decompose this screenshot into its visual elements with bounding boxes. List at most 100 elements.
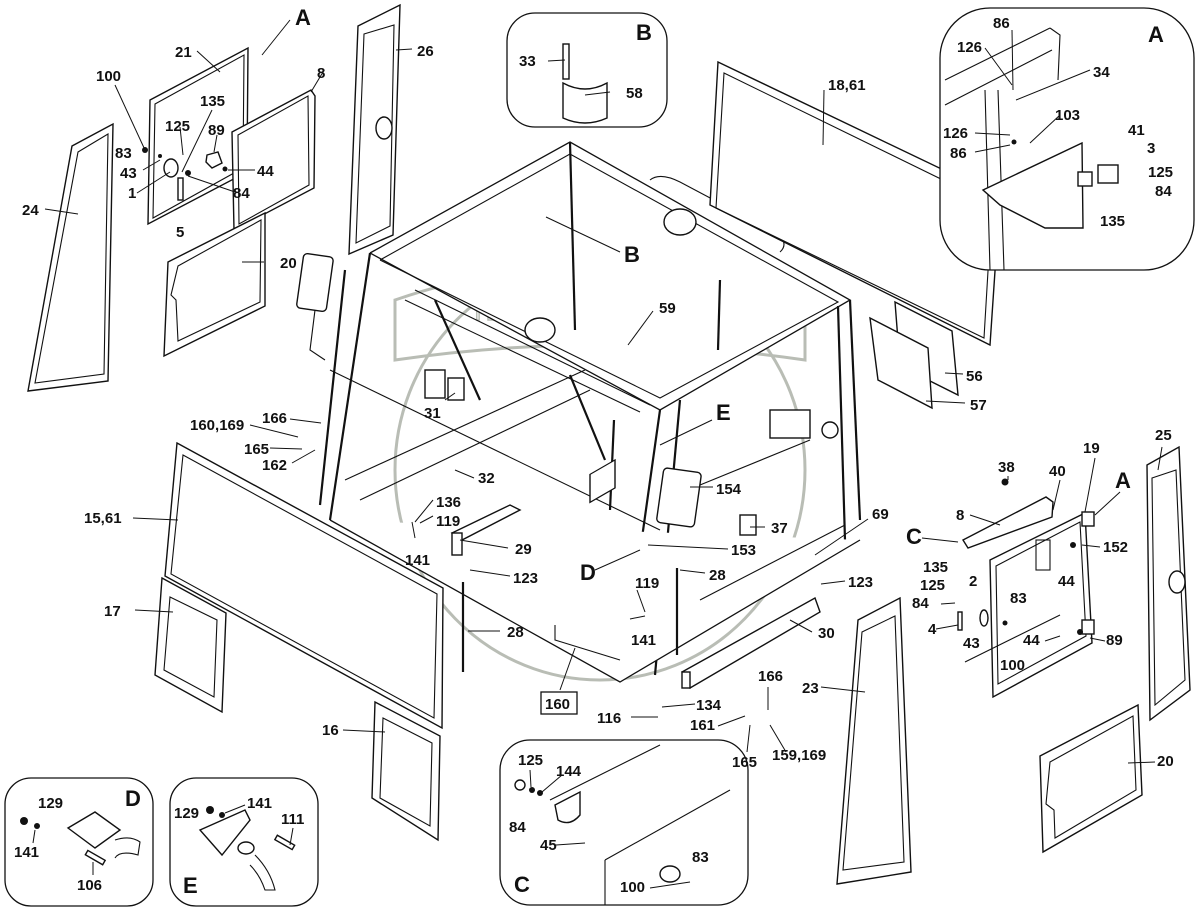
label-152: 152 (1103, 539, 1128, 556)
inset-a-label-135: 135 (1100, 213, 1125, 230)
label-43-top: 43 (120, 165, 137, 182)
side-panel-26 (348, 3, 401, 256)
window-25 (1146, 445, 1191, 722)
inset-b (506, 12, 668, 128)
inset-e-label-129: 129 (174, 805, 199, 822)
inset-c-label-100: 100 (620, 879, 645, 896)
inset-c-label-125: 125 (518, 752, 543, 769)
label-15-61: 15,61 (84, 510, 122, 527)
label-43-right: 43 (963, 635, 980, 652)
right-door-leaders (921, 446, 1163, 764)
label-29: 29 (515, 541, 532, 558)
inset-a-label-84: 84 (1155, 183, 1172, 200)
label-160-169: 160,169 (190, 417, 244, 434)
label-154: 154 (716, 481, 742, 498)
label-125-top: 125 (165, 118, 190, 135)
inset-c (499, 458, 749, 906)
label-165-bottom: 165 (732, 754, 757, 771)
inset-c-label-83: 83 (692, 849, 709, 866)
part-labels: A 21 8 100 135 125 89 83 43 44 1 84 5 24… (22, 5, 1174, 771)
inset-d-label-106: 106 (77, 877, 102, 894)
inset-e (169, 777, 319, 907)
label-166-bottom: 166 (758, 668, 783, 685)
label-17: 17 (104, 603, 121, 620)
callout-a-right: A (1115, 468, 1131, 493)
label-84-right: 84 (912, 595, 929, 612)
label-123-left: 123 (513, 570, 538, 587)
label-166-left: 166 (262, 410, 287, 427)
inset-d-label-129: 129 (38, 795, 63, 812)
inset-c-label-144: 144 (556, 763, 582, 780)
label-57: 57 (970, 397, 987, 414)
label-84-top: 84 (233, 185, 250, 202)
label-24: 24 (22, 202, 39, 219)
label-31: 31 (424, 405, 441, 422)
door-frame-8 (231, 89, 316, 232)
inset-d-label-141: 141 (14, 844, 39, 861)
inset-c-label-84: 84 (509, 819, 526, 836)
inset-d-labels: D 129 141 106 (14, 786, 141, 894)
label-26: 26 (417, 43, 434, 60)
callout-a-ref: A (295, 5, 311, 30)
leader-lines (44, 19, 966, 753)
label-8-top: 8 (317, 65, 325, 82)
label-8-right: 8 (956, 507, 964, 524)
label-136: 136 (436, 494, 461, 511)
label-165-left: 165 (244, 441, 269, 458)
inset-b-label-33: 33 (519, 53, 536, 70)
inset-a-label-125: 125 (1148, 164, 1173, 181)
label-135-right: 135 (923, 559, 948, 576)
callout-d-ref: D (580, 560, 596, 585)
inset-c-label-45: 45 (540, 837, 557, 854)
label-162: 162 (262, 457, 287, 474)
label-56: 56 (966, 368, 983, 385)
label-28-left: 28 (507, 624, 524, 641)
roof-window-18-61 (709, 60, 1001, 347)
label-100-top: 100 (96, 68, 121, 85)
callout-c-ref: C (906, 524, 922, 549)
inset-e-label-141: 141 (247, 795, 272, 812)
inset-e-labels: E 129 141 111 (174, 795, 304, 898)
label-159-169: 159,169 (772, 747, 826, 764)
slide-window-20-left (163, 211, 266, 358)
label-116: 116 (597, 710, 621, 727)
label-19: 19 (1083, 440, 1100, 457)
side-window-24 (27, 122, 114, 392)
label-44-right-2: 44 (1023, 632, 1040, 649)
label-141-left: 141 (405, 552, 430, 569)
panels-56-57 (869, 300, 959, 410)
label-23: 23 (802, 680, 819, 697)
label-89-top: 89 (208, 122, 225, 139)
callout-b-ref: B (624, 242, 640, 267)
label-119-mid: 119 (635, 575, 659, 592)
label-69: 69 (872, 506, 889, 523)
label-123-right: 123 (848, 574, 873, 591)
label-160: 160 (545, 696, 570, 713)
label-161: 161 (690, 717, 715, 734)
label-89-right: 89 (1106, 632, 1123, 649)
label-16: 16 (322, 722, 339, 739)
inset-a-label-86-mid: 86 (950, 145, 967, 162)
label-5: 5 (176, 224, 184, 241)
label-83-right: 83 (1010, 590, 1027, 607)
label-28-mid: 28 (709, 567, 726, 584)
label-30: 30 (818, 625, 835, 642)
inset-d (4, 777, 154, 907)
label-59: 59 (659, 300, 676, 317)
label-125-right: 125 (920, 577, 945, 594)
label-21: 21 (175, 44, 192, 61)
label-18-61: 18,61 (828, 77, 866, 94)
door-latch-parts (142, 147, 228, 201)
label-160-box (540, 691, 578, 715)
window-16 (371, 700, 441, 842)
inset-a-labels: A 86 126 34 103 126 86 41 3 125 84 135 (943, 15, 1173, 230)
inset-e-label-111: 111 (281, 811, 304, 828)
label-20-left: 20 (280, 255, 297, 272)
label-40: 40 (1049, 463, 1066, 480)
window-23 (836, 596, 912, 885)
label-20-right: 20 (1157, 753, 1174, 770)
label-1: 1 (128, 185, 136, 202)
inset-a-letter: A (1148, 22, 1164, 47)
inset-c-letter: C (514, 872, 530, 897)
